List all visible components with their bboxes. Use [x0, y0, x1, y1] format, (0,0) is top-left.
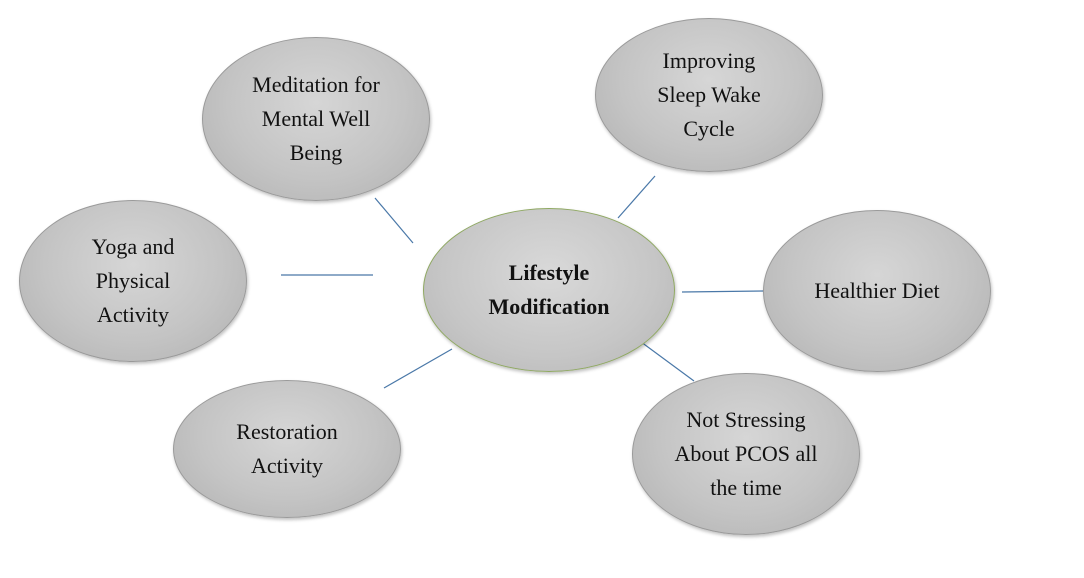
- node-restoration: Restoration Activity: [173, 380, 401, 518]
- node-restoration-label: Restoration Activity: [236, 419, 338, 478]
- node-yoga: Yoga and Physical Activity: [19, 200, 247, 362]
- node-meditation: Meditation for Mental Well Being: [202, 37, 430, 201]
- connector-diet: [681, 290, 764, 293]
- node-diet: Healthier Diet: [763, 210, 991, 372]
- node-yoga-label: Yoga and Physical Activity: [91, 234, 175, 327]
- node-stress-label: Not Stressing About PCOS all the time: [674, 407, 818, 500]
- node-lifestyle-modification: Lifestyle Modification: [423, 208, 675, 372]
- connector-meditation: [374, 197, 414, 244]
- node-meditation-label: Meditation for Mental Well Being: [252, 72, 380, 165]
- connector-restoration: [383, 348, 453, 389]
- node-stress: Not Stressing About PCOS all the time: [632, 373, 860, 535]
- center-label: Lifestyle Modification: [488, 260, 610, 319]
- connector-sleep: [617, 175, 656, 219]
- node-sleep-label: Improving Sleep Wake Cycle: [657, 48, 761, 141]
- node-diet-label: Healthier Diet: [814, 278, 940, 303]
- node-sleep: Improving Sleep Wake Cycle: [595, 18, 823, 172]
